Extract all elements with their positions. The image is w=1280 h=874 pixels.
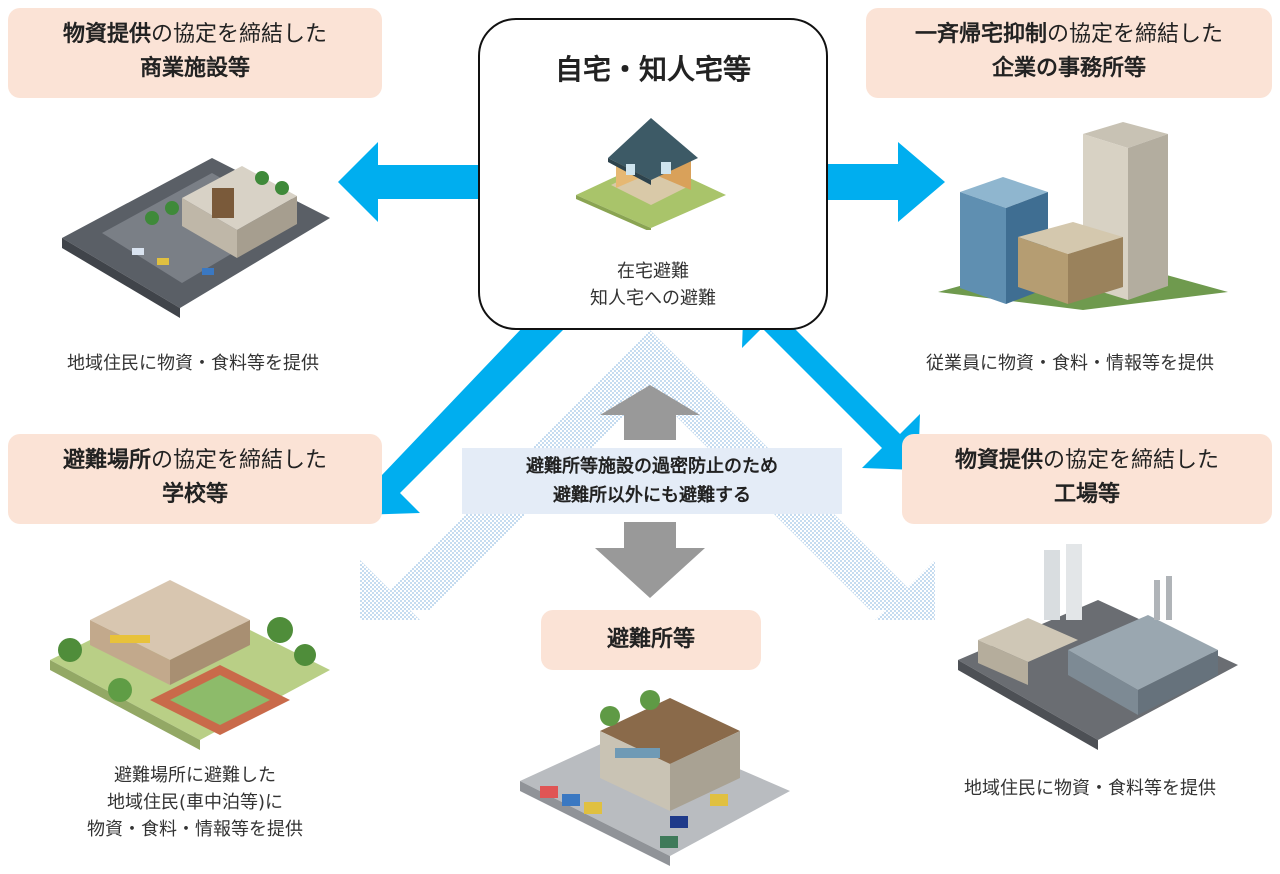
commercial-label-rest: の協定を締結した bbox=[151, 22, 328, 47]
commercial-label-box: 物資提供の協定を締結した 商業施設等 bbox=[8, 8, 382, 98]
center-note-line2: 避難所以外にも避難する bbox=[553, 485, 751, 506]
home-title: 自宅・知人宅等 bbox=[554, 53, 751, 86]
office-label-emph: 一斉帰宅抑制 bbox=[914, 22, 1047, 47]
school-caption-line1: 避難場所に避難した bbox=[114, 765, 276, 786]
school-label-rest: の協定を締結した bbox=[151, 448, 328, 473]
center-note: 避難所等施設の過密防止のため 避難所以外にも避難する bbox=[462, 448, 842, 514]
school-caption-line3: 物資・食料・情報等を提供 bbox=[87, 819, 303, 840]
school-label-emph: 避難場所 bbox=[62, 448, 151, 473]
factory-label-box: 物資提供の協定を締結した 工場等 bbox=[902, 434, 1272, 524]
hatched-arrowhead-left bbox=[360, 560, 420, 620]
factory-label-rest: の協定を締結した bbox=[1043, 448, 1220, 473]
house-illustration bbox=[576, 118, 726, 230]
commercial-label-line2: 商業施設等 bbox=[139, 56, 250, 81]
double-arrow-home-factory bbox=[742, 292, 920, 470]
school-label-box: 避難場所の協定を締結した 学校等 bbox=[8, 434, 382, 524]
factory-illustration bbox=[958, 544, 1238, 750]
shelter-illustration bbox=[520, 690, 790, 866]
gray-arrow-down bbox=[595, 522, 705, 598]
home-subtitle: 在宅避難 知人宅への避難 bbox=[478, 258, 828, 312]
school-illustration bbox=[50, 580, 330, 750]
commercial-facility-illustration bbox=[62, 158, 330, 318]
center-note-line1: 避難所等施設の過密防止のため bbox=[526, 456, 778, 477]
commercial-label-emph: 物資提供 bbox=[62, 22, 151, 47]
shelter-label-box: 避難所等 bbox=[541, 610, 761, 670]
shelter-label: 避難所等 bbox=[606, 627, 695, 652]
office-buildings-illustration bbox=[938, 122, 1228, 310]
factory-label-emph: 物資提供 bbox=[954, 448, 1043, 473]
gray-arrow-up bbox=[600, 385, 700, 440]
school-caption-line2: 地域住民(車中泊等)に bbox=[106, 792, 284, 813]
office-label-line2: 企業の事務所等 bbox=[991, 56, 1146, 81]
office-label-rest: の協定を締結した bbox=[1047, 22, 1224, 47]
school-label-line2: 学校等 bbox=[161, 482, 228, 507]
arrow-home-school bbox=[360, 305, 566, 515]
home-sub-line1: 在宅避難 bbox=[617, 261, 689, 282]
factory-caption: 地域住民に物資・食料等を提供 bbox=[964, 778, 1216, 799]
double-arrow-commercial-home bbox=[338, 142, 518, 222]
home-sub-line2: 知人宅への避難 bbox=[590, 288, 716, 309]
office-label-box: 一斉帰宅抑制の協定を締結した 企業の事務所等 bbox=[866, 8, 1272, 98]
hatched-arrowhead-right bbox=[875, 560, 935, 620]
commercial-caption: 地域住民に物資・食料等を提供 bbox=[67, 353, 319, 374]
office-caption: 従業員に物資・食料・情報等を提供 bbox=[926, 353, 1214, 374]
school-caption: 避難場所に避難した 地域住民(車中泊等)に 物資・食料・情報等を提供 bbox=[10, 762, 380, 843]
factory-label-line2: 工場等 bbox=[1053, 482, 1120, 507]
arrow-home-office bbox=[798, 142, 945, 222]
